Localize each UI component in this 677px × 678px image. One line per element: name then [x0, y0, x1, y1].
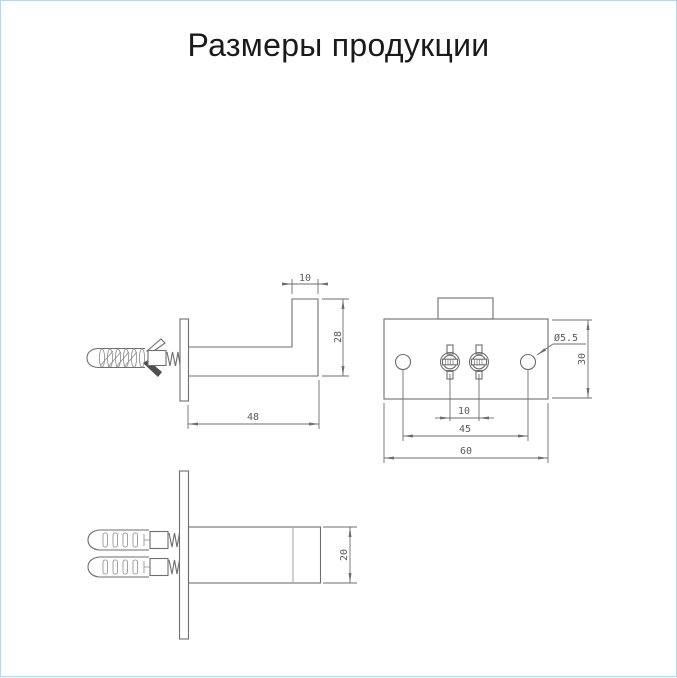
hook-outline: [188, 298, 319, 377]
dim-screw-spacing-value: 10: [458, 406, 470, 417]
top-view: 20: [87, 470, 357, 640]
dim-top-width: 10: [282, 273, 328, 294]
anchor-tip: [86, 347, 99, 369]
anchor-collar: [147, 349, 167, 367]
faceplate: [383, 318, 549, 400]
dim-top-width-value: 10: [299, 273, 311, 284]
wall-anchor-side: [86, 338, 181, 377]
anchor-hatch: [99, 350, 138, 368]
wall-plate-top: [178, 470, 190, 640]
anchor-ribs: [99, 348, 145, 368]
wall-anchor-top-2: [87, 556, 181, 578]
dim-length-48: 48: [187, 380, 320, 429]
keyhole-screw-left: [439, 344, 461, 380]
wall-anchor-top-1: [87, 529, 181, 551]
dim-hole-spacing: 45: [403, 424, 528, 438]
dim-height-30: 30: [552, 319, 592, 399]
extension-lines: [383, 370, 549, 463]
wall-plate-side: [179, 318, 190, 402]
screw-thread: [166, 351, 181, 367]
mounting-hole-right: [519, 353, 537, 371]
hook-body-top: [187, 526, 322, 584]
mounting-tab: [437, 297, 494, 320]
dim-hole-diameter: Ø5.5: [536, 332, 586, 356]
dim-height-30-value: 30: [577, 353, 588, 365]
anchor-body: [98, 347, 145, 369]
dim-hole-spacing-value: 45: [459, 424, 471, 435]
dim-depth-20-value: 20: [339, 549, 350, 561]
page-title: Размеры продукции: [187, 27, 490, 63]
dim-depth-20: 20: [323, 526, 357, 584]
dim-width-60: 60: [384, 446, 548, 460]
dim-height-28: 28: [322, 298, 349, 377]
dim-length-48-value: 48: [247, 412, 259, 423]
front-view: Ø5.5 30 10 45 60: [383, 297, 592, 463]
dim-height-28-value: 28: [333, 331, 344, 343]
dim-width-60-value: 60: [460, 446, 472, 457]
side-view: 10 28 48: [86, 273, 349, 429]
dim-hole-diameter-value: Ø5.5: [554, 332, 578, 344]
mounting-hole-left: [394, 353, 412, 371]
keyhole-screw-right: [468, 344, 490, 380]
dim-screw-spacing: 10: [435, 406, 494, 420]
